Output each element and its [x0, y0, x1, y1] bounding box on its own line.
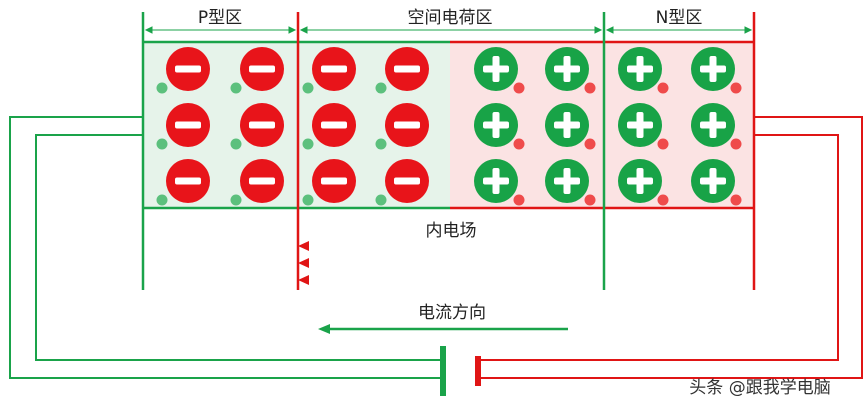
plus-icon: [700, 112, 726, 138]
hole-dot: [156, 194, 168, 206]
minus-icon: [175, 121, 201, 129]
negative-ion: [156, 103, 210, 150]
minus-icon: [249, 121, 275, 129]
plus-icon: [554, 112, 580, 138]
positive-ion: [691, 47, 742, 94]
negative-ion: [302, 103, 356, 150]
negative-ion: [230, 103, 284, 150]
plus-icon: [554, 168, 580, 194]
plus-icon: [554, 56, 580, 82]
electron-dot: [513, 82, 525, 94]
plus-icon: [627, 56, 653, 82]
minus-icon: [249, 177, 275, 185]
minus-icon: [394, 65, 420, 73]
positive-ion: [545, 103, 596, 150]
plus-icon: [483, 56, 509, 82]
positive-ion: [474, 159, 525, 206]
minus-icon: [394, 177, 420, 185]
positive-ion: [618, 103, 669, 150]
minus-icon: [394, 121, 420, 129]
plus-icon: [627, 112, 653, 138]
positive-ion: [545, 47, 596, 94]
electron-dot: [513, 138, 525, 150]
electron-dot: [513, 194, 525, 206]
negative-ion: [230, 47, 284, 94]
minus-icon: [175, 177, 201, 185]
n-region-label: N型区: [656, 8, 703, 28]
electron-dot: [657, 138, 669, 150]
negative-ion: [375, 103, 429, 150]
plus-icon: [483, 112, 509, 138]
inner-green-wire: [35, 134, 443, 361]
depletion-span-arrow: [299, 26, 603, 34]
watermark-text: 头条 @跟我学电脑: [689, 378, 830, 398]
negative-ion: [156, 159, 210, 206]
negative-ion: [302, 47, 356, 94]
negative-ion: [156, 47, 210, 94]
field-arrow: [298, 241, 604, 251]
minus-icon: [321, 177, 347, 185]
depletion-region-label: 空间电荷区: [408, 8, 493, 28]
negative-ion: [230, 159, 284, 206]
hole-dot: [302, 82, 314, 94]
electron-dot: [584, 82, 596, 94]
positive-ion: [618, 47, 669, 94]
hole-dot: [230, 194, 242, 206]
current-arrow: [318, 324, 568, 334]
electron-dot: [584, 138, 596, 150]
minus-icon: [175, 65, 201, 73]
electron-dot: [584, 194, 596, 206]
field-label: 内电场: [426, 221, 477, 241]
battery-short-plate: [475, 356, 481, 386]
hole-dot: [230, 82, 242, 94]
negative-ion: [375, 159, 429, 206]
positive-ion: [474, 103, 525, 150]
minus-icon: [249, 65, 275, 73]
plus-icon: [483, 168, 509, 194]
electron-dot: [730, 82, 742, 94]
electron-dot: [730, 138, 742, 150]
outer-green-wire: [9, 116, 443, 379]
hole-dot: [156, 82, 168, 94]
battery-long-plate: [440, 346, 446, 396]
positive-ion: [618, 159, 669, 206]
field-arrow: [298, 275, 604, 285]
p-region-label: P型区: [198, 8, 242, 28]
negative-ion: [375, 47, 429, 94]
hole-dot: [302, 138, 314, 150]
ion-grid: [156, 47, 742, 206]
outer-red-wire: [478, 116, 863, 379]
negative-ion: [302, 159, 356, 206]
hole-dot: [230, 138, 242, 150]
positive-ion: [474, 47, 525, 94]
electron-dot: [657, 194, 669, 206]
current-label: 电流方向: [418, 303, 486, 323]
hole-dot: [375, 194, 387, 206]
plus-icon: [627, 168, 653, 194]
minus-icon: [321, 121, 347, 129]
hole-dot: [375, 138, 387, 150]
hole-dot: [302, 194, 314, 206]
positive-ion: [691, 103, 742, 150]
n-span-arrow: [605, 26, 753, 34]
plus-icon: [700, 56, 726, 82]
electron-dot: [730, 194, 742, 206]
minus-icon: [321, 65, 347, 73]
plus-icon: [700, 168, 726, 194]
positive-ion: [545, 159, 596, 206]
p-span-arrow: [144, 26, 297, 34]
field-arrow: [298, 258, 604, 268]
positive-ion: [691, 159, 742, 206]
hole-dot: [156, 138, 168, 150]
electron-dot: [657, 82, 669, 94]
inner-red-wire: [478, 134, 839, 361]
hole-dot: [375, 82, 387, 94]
